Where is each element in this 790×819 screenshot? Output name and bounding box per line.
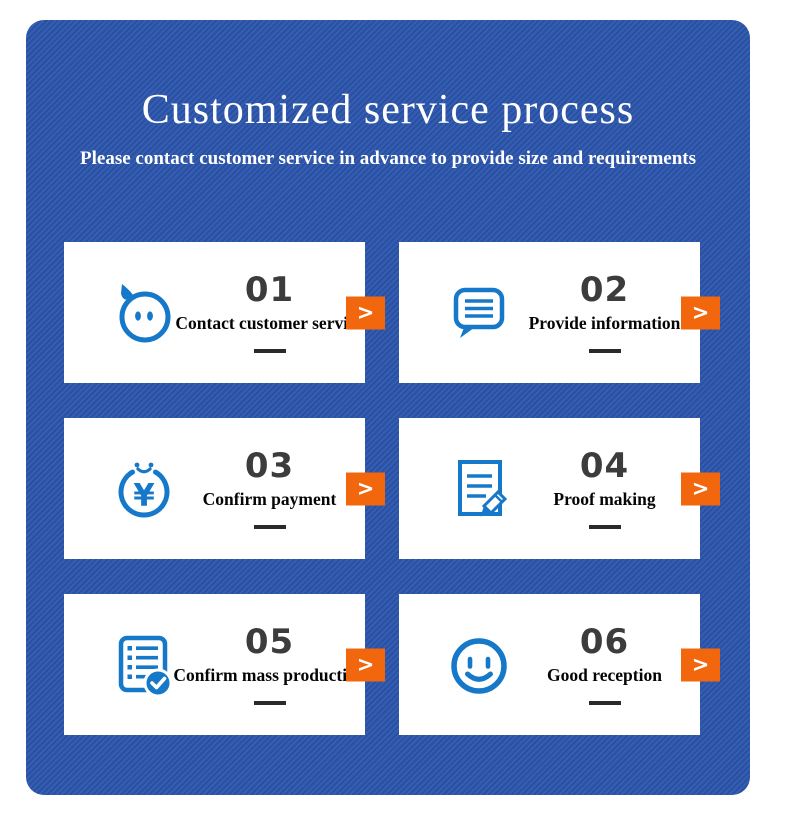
step-label: Good reception (547, 665, 662, 685)
step-number: 04 (579, 446, 630, 486)
step-arrow-button[interactable]: > (346, 296, 385, 329)
step-card-06: 06 Good reception > (399, 594, 720, 735)
yen-coin-icon: ¥ (96, 456, 192, 522)
underline-dash (588, 701, 621, 705)
step-arrow-button[interactable]: > (346, 648, 385, 681)
step-label: Provide information (528, 313, 681, 333)
step-card-04: 04 Proof making > (399, 418, 720, 559)
step-number: 03 (244, 446, 295, 486)
step-label: Contact customer service (175, 313, 364, 333)
step-card-02: 02 Provide information > (399, 242, 720, 383)
step-number: 01 (244, 270, 295, 310)
speech-bubble-lines-icon (431, 280, 527, 346)
step-card-03: ¥ 03 Confirm payment > (64, 418, 385, 559)
step-number: 05 (244, 622, 295, 662)
document-pencil-icon (431, 456, 527, 522)
step-label: Confirm mass production (173, 665, 366, 685)
svg-text:¥: ¥ (133, 478, 155, 514)
step-arrow-button[interactable]: > (346, 472, 385, 505)
smiley-face-icon (431, 632, 527, 698)
step-number: 02 (579, 270, 630, 310)
step-number: 06 (579, 622, 630, 662)
step-arrow-button[interactable]: > (681, 648, 720, 681)
underline-dash (253, 525, 286, 529)
step-card-01: 01 Contact customer service > (64, 242, 385, 383)
underline-dash (588, 349, 621, 353)
step-arrow-button[interactable]: > (681, 472, 720, 505)
step-label: Proof making (553, 489, 656, 509)
page-subtitle: Please contact customer service in advan… (80, 148, 696, 169)
underline-dash (253, 701, 286, 705)
page-title: Customized service process (141, 87, 635, 133)
service-process-panel: Customized service process Please contac… (26, 20, 750, 795)
step-arrow-button[interactable]: > (681, 296, 720, 329)
underline-dash (588, 525, 621, 529)
chat-mascot-icon (96, 280, 192, 346)
checklist-check-icon (96, 632, 192, 698)
step-label: Confirm payment (202, 489, 337, 509)
underline-dash (253, 349, 286, 353)
step-card-05: 05 Confirm mass production > (64, 594, 385, 735)
